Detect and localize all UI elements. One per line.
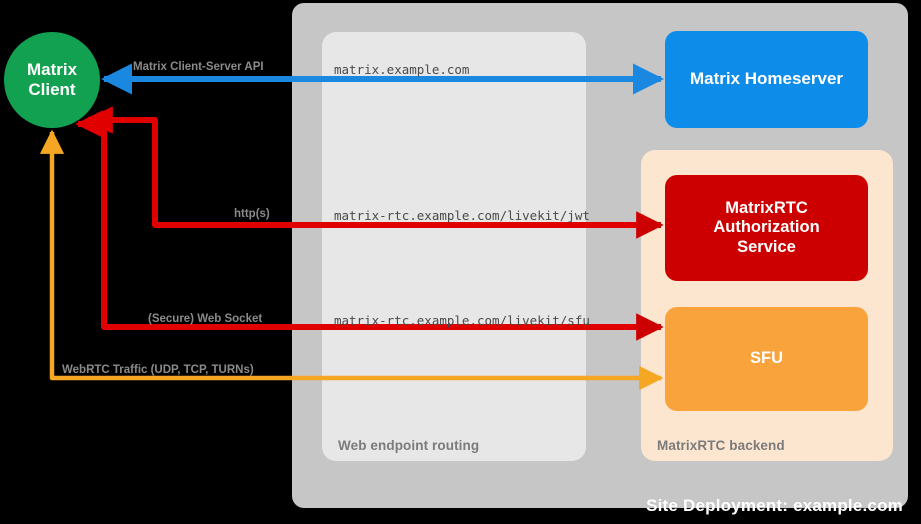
- matrix-client-label-line2: Client: [28, 80, 76, 99]
- endpoint-label-livekit-jwt: matrix-rtc.example.com/livekit/jwt: [334, 208, 590, 223]
- auth-service-label-line3: Service: [737, 237, 796, 256]
- endpoint-label-matrix-host: matrix.example.com: [334, 62, 470, 77]
- sfu-node[interactable]: SFU: [665, 307, 868, 411]
- matrix-client-label-line1: Matrix: [26, 60, 78, 80]
- matrix-client-node[interactable]: Matrix Client: [4, 32, 100, 128]
- matrix-homeserver-label: Matrix Homeserver: [689, 69, 844, 89]
- auth-service-label-line2: Authorization: [713, 218, 820, 237]
- flow-label-https: http(s): [234, 208, 270, 220]
- site-deployment-label: Site Deployment: example.com: [646, 496, 903, 515]
- endpoint-label-livekit-sfu: matrix-rtc.example.com/livekit/sfu: [334, 313, 590, 328]
- flow-line-webrtc: [39, 129, 664, 391]
- sfu-label: SFU: [750, 349, 783, 368]
- flow-label-cs-api: Matrix Client-Server API: [133, 61, 264, 73]
- matrixrtc-authorization-service-node[interactable]: MatrixRTC Authorization Service: [665, 175, 868, 281]
- flow-label-webrtc: WebRTC Traffic (UDP, TCP, TURNs): [62, 364, 254, 376]
- matrixrtc-backend-label: MatrixRTC backend: [657, 438, 785, 453]
- auth-service-label-line1: MatrixRTC: [725, 198, 808, 217]
- web-endpoint-routing-label: Web endpoint routing: [338, 438, 480, 453]
- flow-label-websocket: (Secure) Web Socket: [148, 313, 263, 325]
- matrix-homeserver-node[interactable]: Matrix Homeserver: [665, 31, 868, 128]
